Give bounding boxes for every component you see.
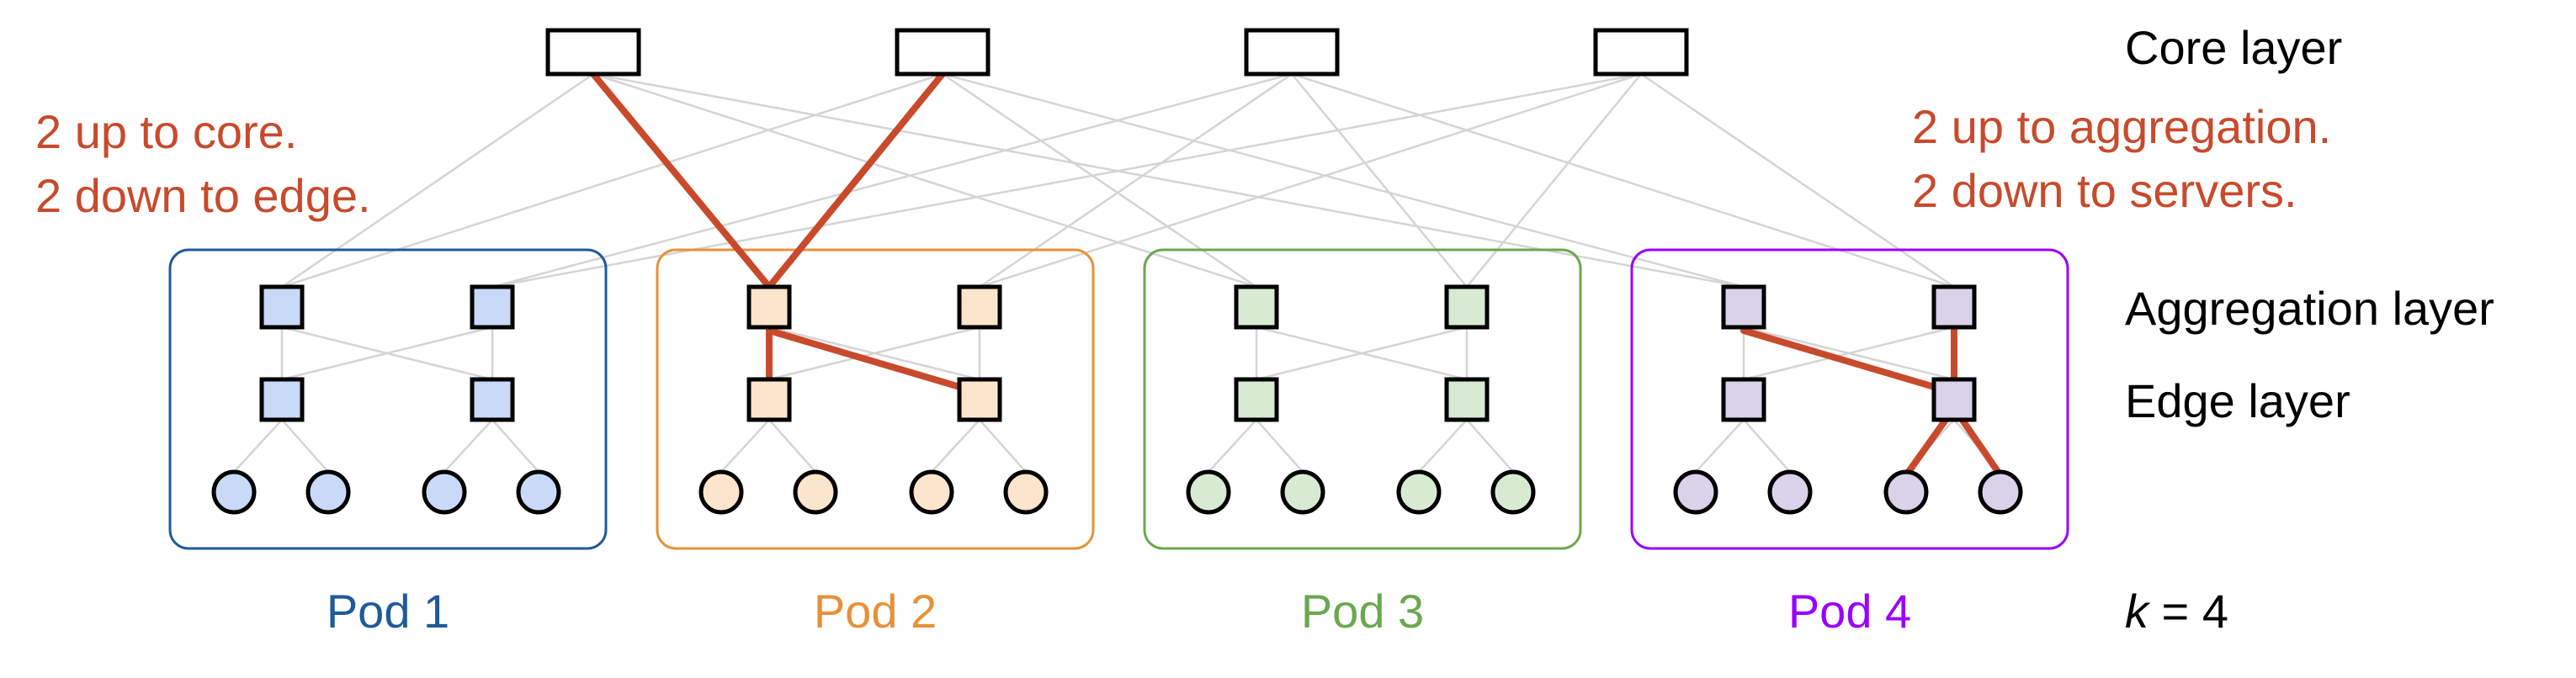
agg-edge-link [281,326,493,381]
server [1003,469,1049,515]
edge-server-link [491,419,539,473]
edge-server-link [1208,419,1257,473]
k-value: = 4 [2148,585,2228,638]
core-agg-link [491,72,1642,289]
aggregation-note-line-2: 2 down to edge. [35,169,371,222]
highlight-pod4-agg1-to-edge [1740,327,1957,396]
core-agg-link [281,72,594,289]
edge-switch [957,377,1002,422]
pod-label: Pod 2 [814,585,937,638]
server [909,469,954,515]
edge-server-link [720,419,770,473]
server [1883,469,1929,515]
edge-server-link [1418,419,1468,473]
edge-server-link [443,419,493,473]
server [1186,469,1231,515]
k-variable: k [2125,585,2151,638]
agg-edge-link [1743,326,1955,381]
aggregation-switch [1721,284,1766,330]
core-agg-link [592,72,1745,289]
server [211,469,257,515]
highlight-pod2-agg-to-edge2 [766,327,983,396]
core-agg-link [979,72,1642,289]
server [305,469,351,515]
core-switch [545,28,641,77]
nodes [211,28,2023,515]
server [1673,469,1718,515]
edge-switch [1721,377,1766,422]
edge-server-link [979,419,1027,473]
edge-layer-label: Edge layer [2125,374,2350,427]
edge-server-link [281,419,329,473]
pod-box [1143,248,1582,550]
server [1396,469,1442,515]
edge-switch [259,377,305,422]
core-agg-link [942,72,1257,289]
core-switch [895,28,991,77]
edge-switch [1234,377,1279,422]
edge-switch [746,377,792,422]
aggregation-switch [957,284,1002,330]
highlight-core2-to-pod2-agg [766,71,946,290]
edge-switch [1444,377,1490,422]
edge-server-link [1466,419,1514,473]
server [1490,469,1536,515]
core-layer-label: Core layer [2125,21,2342,74]
core-switch [1593,28,1689,77]
pod-label: Pod 4 [1788,585,1911,638]
aggregation-switch [470,284,515,330]
agg-edge-link [1256,326,1468,381]
server [1978,469,2023,515]
server [698,469,744,515]
agg-edge-link [768,326,980,381]
core-agg-link [592,72,1257,289]
edge-server-link [1743,419,1791,473]
aggregation-switch [1444,284,1490,330]
edge-note-line-2: 2 down to servers. [1912,164,2297,217]
aggregation-switch [746,284,792,330]
aggregation-switch [1234,284,1279,330]
aggregation-switch [259,284,305,330]
server [1767,469,1813,515]
edge-server-link [233,419,283,473]
pod-box [1630,248,2069,550]
k-label: k = 4 [2125,585,2228,638]
core-agg-link [1640,72,1955,289]
highlighted-links [590,71,2004,479]
pod-box [656,248,1095,550]
core-agg-link [979,72,1293,289]
edge-switch [470,377,515,422]
core-switch [1244,28,1340,77]
pod-label: Pod 1 [327,585,449,638]
server [1280,469,1325,515]
server [422,469,467,515]
aggregation-note-line-1: 2 up to core. [35,105,297,158]
edge-server-link [768,419,816,473]
edge-switch [1931,377,1977,422]
core-agg-link [491,72,1293,289]
edge-note-line-1: 2 up to aggregation. [1912,100,2331,153]
pod-label: Pod 3 [1301,585,1424,638]
core-agg-link [1291,72,1955,289]
edge-server-link [1695,419,1745,473]
edge-server-link [931,419,980,473]
highlight-core1-to-pod2-agg [590,71,773,290]
server [516,469,561,515]
core-agg-link [1466,73,1642,288]
edge-server-link [1256,419,1304,473]
aggregation-layer-label: Aggregation layer [2125,282,2494,335]
server [793,469,838,515]
core-agg-link [942,72,1745,289]
aggregation-switch [1931,284,1977,330]
core-agg-link [1291,73,1468,288]
core-agg-link [281,72,943,289]
pods: Pod 1 Pod 2 Pod 3 Pod 4 [168,248,2069,638]
pod-box [168,248,608,550]
